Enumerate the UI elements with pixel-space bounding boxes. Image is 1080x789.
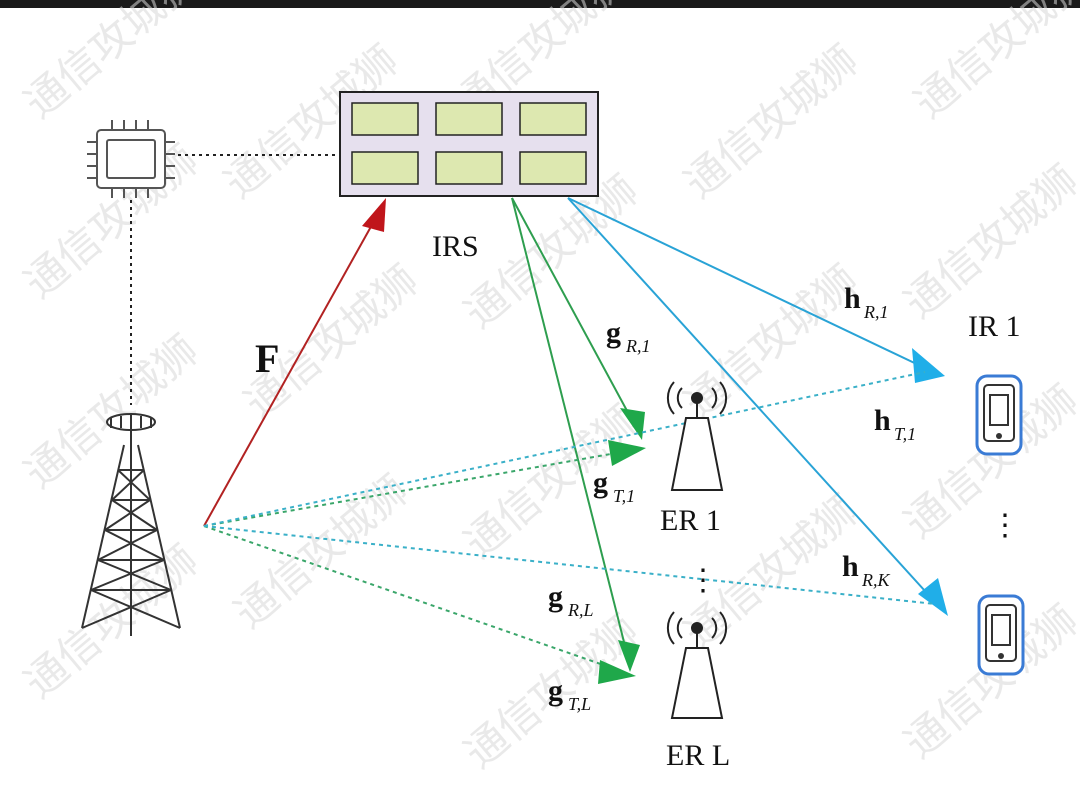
svg-text:R,1: R,1: [625, 336, 651, 356]
symbol-gR1: g R,1: [606, 316, 651, 356]
link-gTL: [203, 525, 613, 669]
symbol-hR1: h R,1: [844, 282, 889, 322]
energy-receiver-icon: [666, 381, 728, 491]
link-gT1: [203, 451, 623, 527]
arrow-gRL: [618, 640, 640, 672]
symbol-gRL: g R,L: [548, 580, 594, 620]
svg-text:T,1: T,1: [894, 424, 916, 444]
svg-text:T,1: T,1: [613, 486, 635, 506]
watermark: 通信攻城狮: [905, 0, 1080, 128]
link-hTK: [203, 525, 936, 605]
watermark: 通信攻城狮: [675, 255, 867, 428]
link-gRL: [511, 197, 627, 651]
link-gR1: [511, 197, 633, 421]
watermark: 通信攻城狮: [225, 465, 417, 638]
base-station-tower-icon: [81, 413, 181, 636]
ir-ellipsis: ⋮: [990, 509, 1020, 542]
arrow-hR1: [912, 348, 945, 383]
symbol-gTL: g T,L: [548, 674, 591, 714]
symbol-hRK: h R,K: [842, 550, 890, 590]
svg-text:T,L: T,L: [568, 694, 591, 714]
link-hT1: [203, 371, 926, 527]
svg-text:h: h: [844, 282, 861, 315]
phone-receiver-icon: [977, 594, 1025, 676]
watermark: 通信攻城狮: [15, 325, 207, 498]
link-F: [203, 213, 379, 527]
symbol-gT1: g T,1: [593, 466, 635, 506]
svg-text:g: g: [593, 466, 608, 499]
controller-chip-icon: [87, 120, 175, 198]
svg-text:g: g: [548, 580, 563, 613]
er-ellipsis: ⋮: [688, 564, 718, 597]
arrow-F: [362, 198, 386, 232]
top-border: [0, 0, 1080, 8]
irs-panel: [339, 91, 599, 197]
symbol-hT1: h T,1: [874, 404, 916, 444]
er1-label: ER 1: [660, 504, 721, 537]
arrow-gR1: [620, 408, 645, 440]
svg-text:g: g: [548, 674, 563, 707]
energy-receiver-icon: [666, 611, 728, 719]
watermark: 通信攻城狮: [455, 395, 647, 568]
watermark: 通信攻城狮: [895, 155, 1080, 328]
irs-label: IRS: [432, 230, 479, 263]
link-hR1: [567, 197, 926, 369]
phone-receiver-icon: [975, 374, 1023, 456]
arrow-gT1: [608, 440, 646, 466]
link-hRK: [567, 197, 936, 603]
svg-text:R,L: R,L: [567, 600, 594, 620]
svg-text:R,K: R,K: [861, 570, 890, 590]
svg-text:g: g: [606, 316, 621, 349]
watermark: 通信攻城狮: [15, 0, 207, 128]
ir1-label: IR 1: [968, 310, 1021, 343]
symbol-F: F: [255, 336, 279, 381]
svg-text:h: h: [842, 550, 859, 583]
arrow-gTL: [598, 660, 636, 684]
erL-label: ER L: [666, 739, 730, 772]
svg-text:h: h: [874, 404, 891, 437]
arrow-hRK: [918, 578, 948, 616]
watermark: 通信攻城狮: [675, 35, 867, 208]
svg-text:R,1: R,1: [863, 302, 889, 322]
